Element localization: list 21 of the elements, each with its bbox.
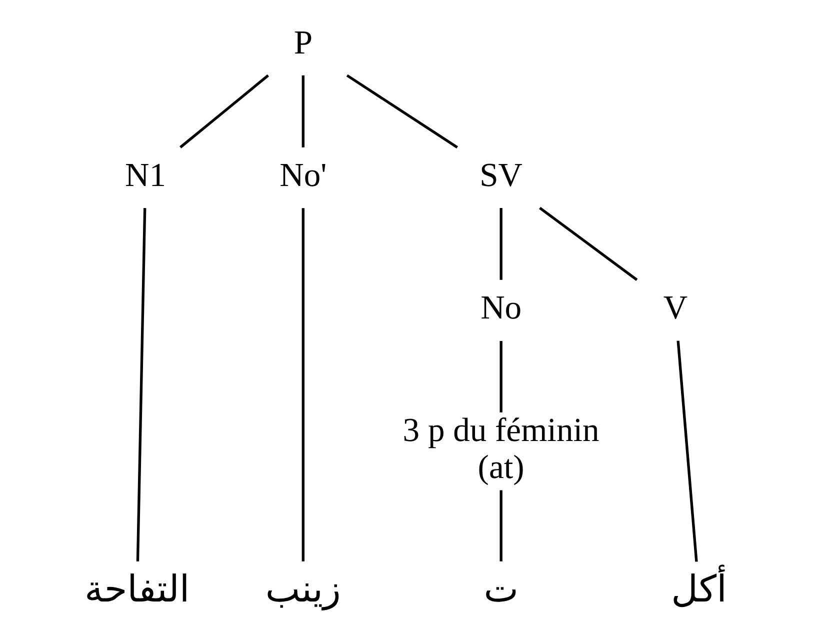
node-text: التفاحة <box>84 567 190 610</box>
connector <box>499 340 502 412</box>
node-text: 3 p du féminin (at) <box>402 412 599 486</box>
node-text: أكل <box>670 567 726 610</box>
node-text: No <box>480 290 522 326</box>
node-text: SV <box>479 156 522 194</box>
connector <box>346 74 458 148</box>
node-text: زينب <box>264 567 340 610</box>
connector <box>499 490 502 562</box>
connector <box>136 208 146 562</box>
node-text: V <box>662 290 688 326</box>
node-text: No' <box>279 156 326 194</box>
connector <box>676 340 698 562</box>
connector <box>538 206 638 281</box>
node-text: ت <box>483 567 518 610</box>
connector <box>301 208 304 562</box>
connector <box>499 208 502 280</box>
connector <box>179 74 269 148</box>
connector <box>301 75 304 148</box>
node-text: P <box>293 24 312 62</box>
node-text: N1 <box>124 156 166 194</box>
